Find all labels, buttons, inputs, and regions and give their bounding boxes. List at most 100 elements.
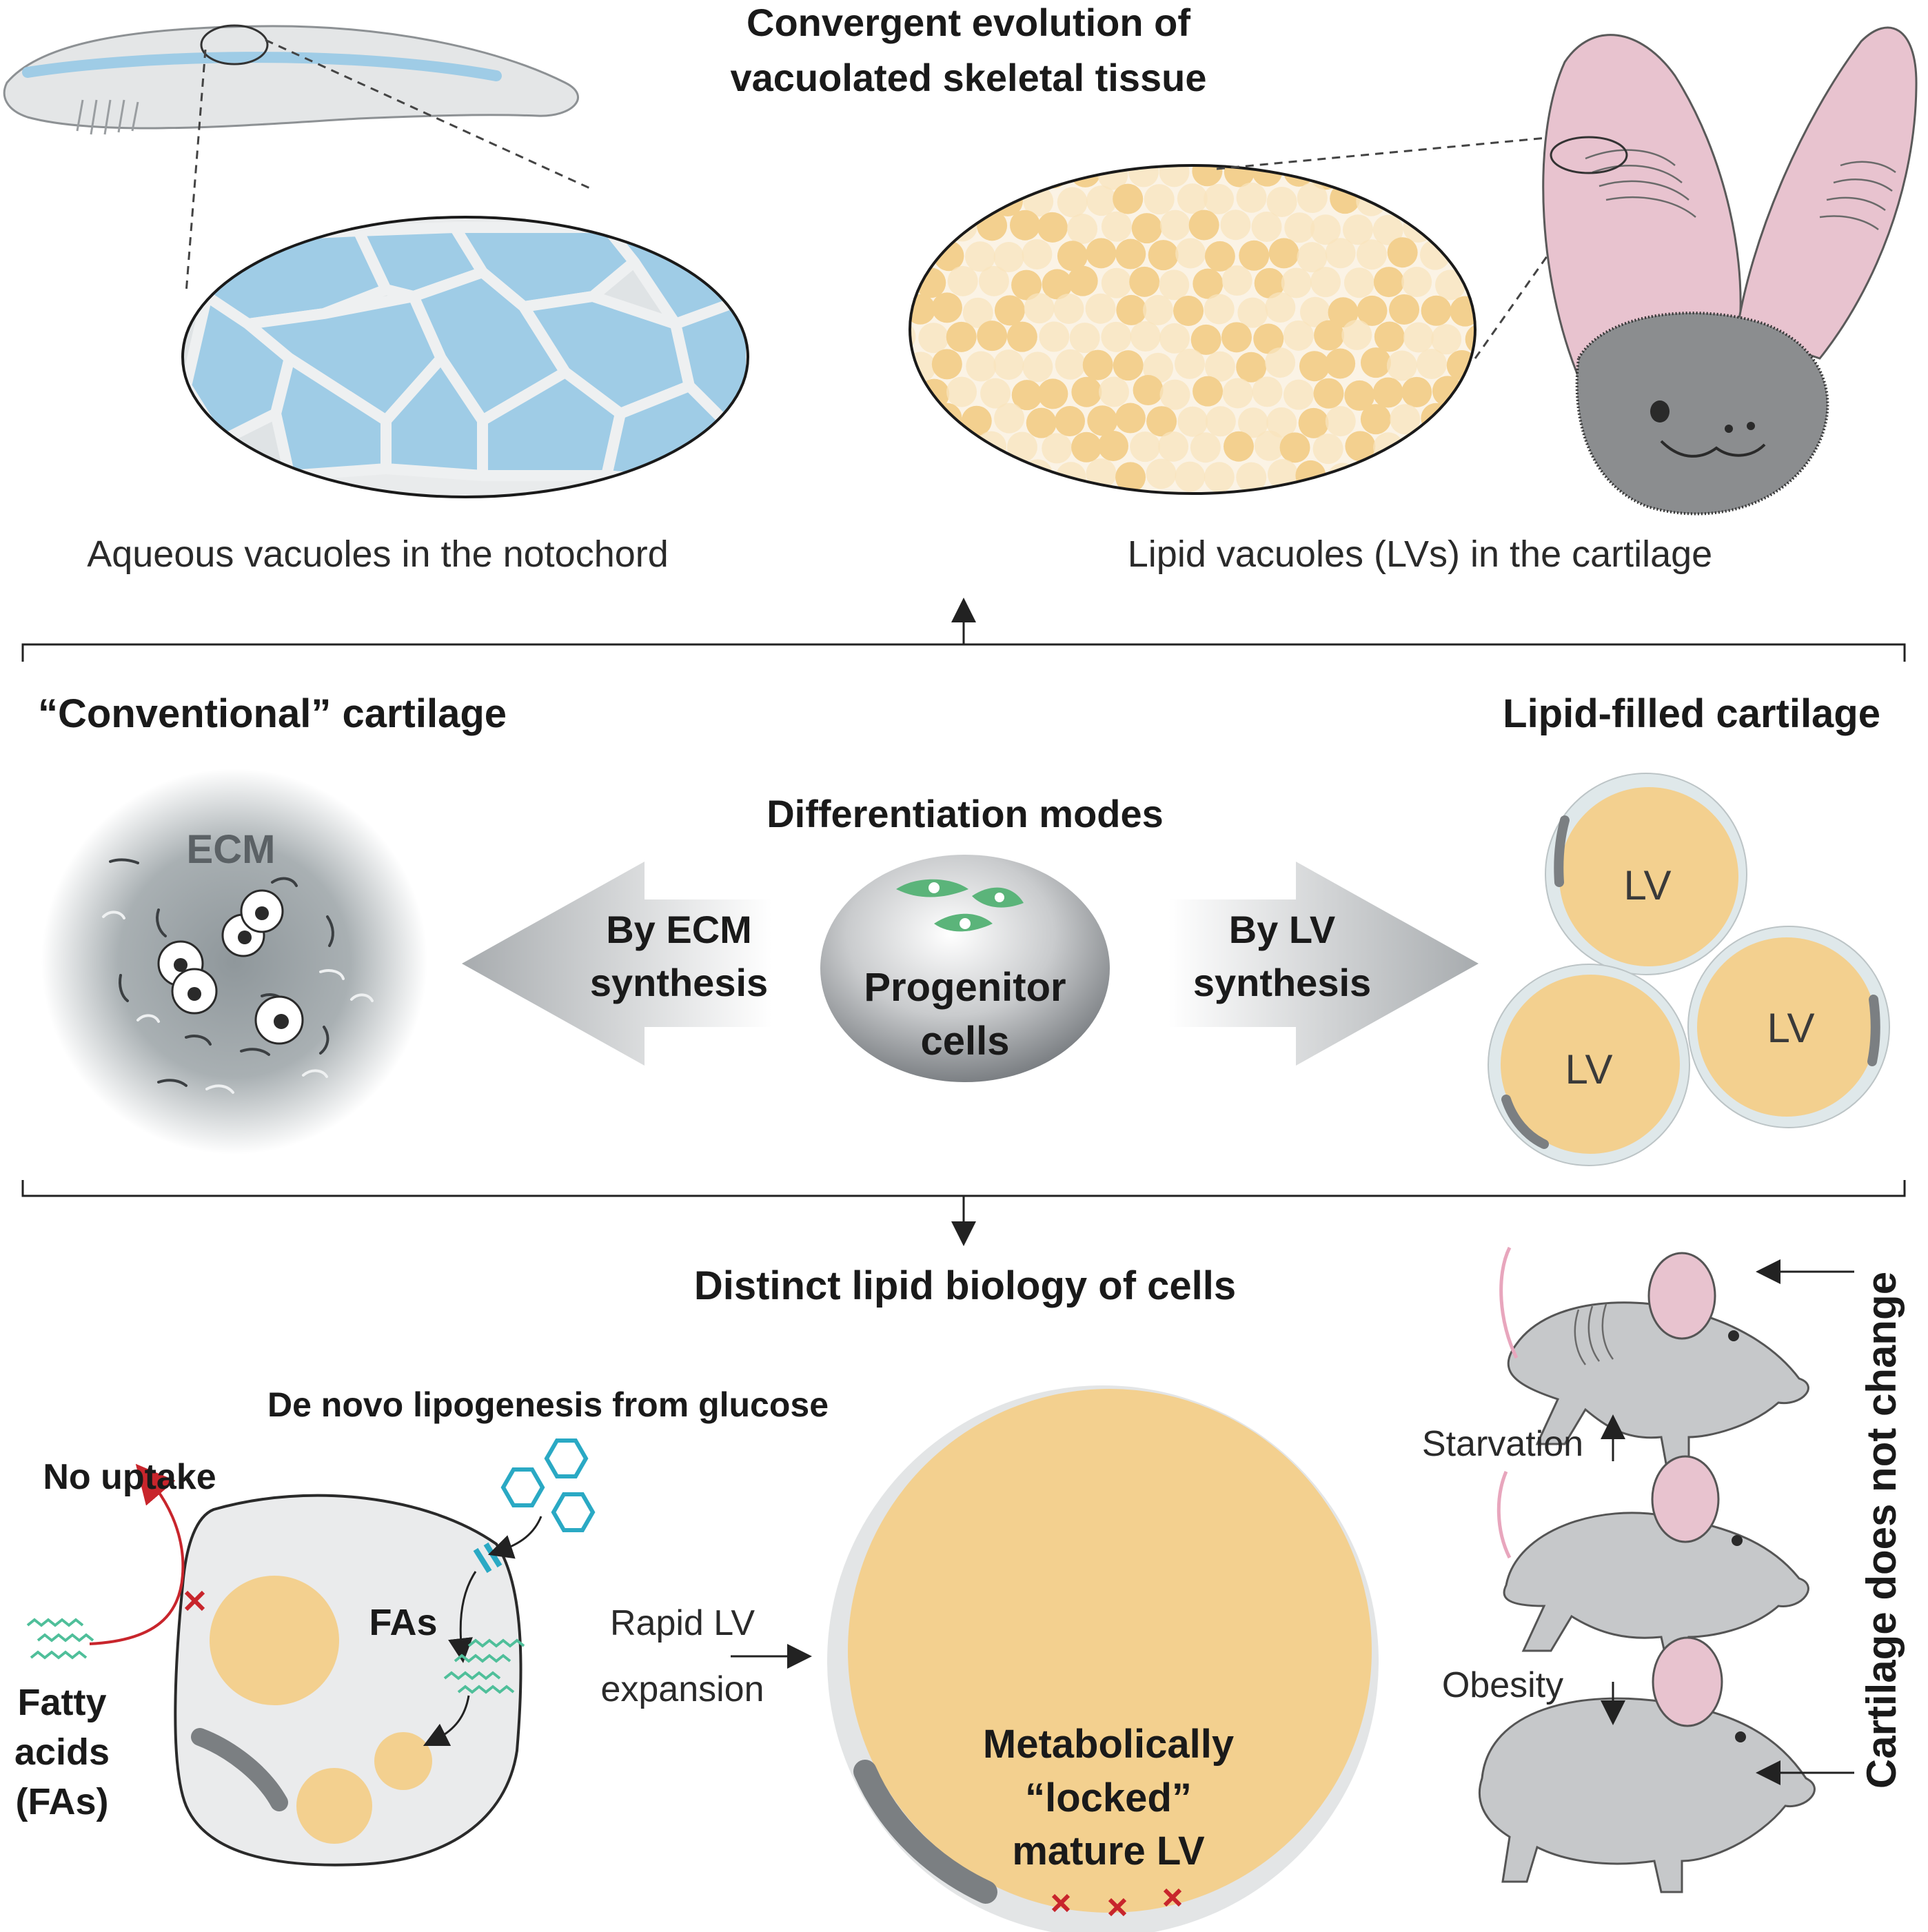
lipid-droplet: [1421, 295, 1452, 326]
lv-label-1: LV: [1624, 862, 1672, 908]
internal-fatty-acids: [443, 1638, 525, 1694]
lipid-droplet: [1390, 458, 1421, 489]
lipid-droplet: [918, 323, 949, 354]
ecm-cartilage-disc: ECM: [41, 769, 427, 1155]
lipid-droplet: [1342, 214, 1373, 245]
lipid-droplet: [910, 433, 918, 464]
lipid-droplet: [1360, 404, 1391, 435]
lipid-droplet: [1465, 324, 1475, 355]
lipid-droplet: [1221, 265, 1252, 296]
fatty-acids-line3: (FAs): [16, 1781, 109, 1822]
lipid-droplet: [1237, 297, 1268, 328]
zoom-line-left-1: [185, 49, 207, 294]
lipid-droplet: [1026, 407, 1057, 438]
ecm-arrow-line2: synthesis: [590, 961, 768, 1004]
ecm-label: ECM: [187, 827, 276, 872]
lipid-droplet: [1266, 407, 1297, 438]
lipid-droplet: [1265, 347, 1296, 378]
lipid-droplet: [994, 403, 1025, 434]
lipid-droplet: [963, 184, 994, 215]
lipid-droplet: [1204, 351, 1235, 382]
zoom-line-left-2: [265, 39, 593, 191]
lipid-droplet: [1113, 350, 1144, 381]
lipid-droplet: [1204, 294, 1235, 325]
obesity-label: Obesity: [1442, 1665, 1563, 1705]
lipid-droplet: [1175, 238, 1206, 269]
lipid-droplet: [993, 349, 1024, 380]
lipid-droplet: [1401, 376, 1432, 407]
lipid-droplet: [1325, 238, 1356, 269]
lancelet-illustration: [3, 24, 580, 135]
lipid-biology-heading: Distinct lipid biology of cells: [694, 1263, 1236, 1308]
lipid-droplet: [1310, 214, 1341, 245]
lv-label-3: LV: [1565, 1046, 1613, 1092]
progenitor-cells: Progenitor cells: [820, 855, 1110, 1082]
lipid-droplet: [1177, 183, 1208, 214]
lipid-droplet: [1448, 459, 1475, 490]
lipid-droplet: [1386, 350, 1417, 381]
lipid-droplet: [1159, 379, 1190, 410]
locked-marker-icons: [1051, 1888, 1182, 1917]
lipid-droplet: [1204, 183, 1235, 214]
lipid-droplet: [1325, 348, 1356, 379]
lipid-droplet: [1192, 165, 1223, 187]
lipid-droplet: [910, 165, 918, 188]
lipid-droplet: [1401, 267, 1432, 298]
lipid-droplet: [1431, 324, 1462, 355]
lipid-droplet: [1297, 242, 1328, 273]
lipid-droplet: [1481, 187, 1512, 217]
lipid-droplet: [1345, 165, 1376, 187]
lipid-droplet: [1190, 324, 1221, 355]
lipid-droplet: [1097, 430, 1128, 461]
lipid-droplet: [1006, 321, 1037, 352]
lipid-droplet: [1129, 266, 1160, 297]
lipid-droplet: [1039, 321, 1070, 352]
title-line-1: Convergent evolution of: [747, 1, 1190, 44]
progenitor-line1: Progenitor: [864, 965, 1066, 1010]
lipid-droplet: [1057, 241, 1088, 272]
lipid-droplet: [1173, 295, 1204, 326]
bottom-bracket: [21, 1180, 1906, 1197]
lipid-droplet: [1024, 293, 1055, 324]
lipid-droplet: [1463, 165, 1475, 189]
lipid-droplet: [1314, 320, 1345, 351]
notochord-vacuoles: [181, 216, 749, 498]
lipid-droplet: [946, 165, 977, 190]
lipid-droplet: [1372, 214, 1403, 245]
lipid-droplet: [1390, 404, 1421, 435]
lipid-droplet: [1236, 182, 1267, 213]
lipid-droplet: [1190, 432, 1221, 463]
lipid-droplet: [1071, 431, 1102, 462]
lipid-droplet: [1085, 293, 1116, 324]
lipid-droplet: [1223, 431, 1254, 462]
lipid-droplet: [1220, 210, 1251, 241]
lipid-droplet: [935, 458, 966, 489]
lipid-droplet: [1222, 378, 1253, 409]
chondrocyte-cell: [174, 1494, 522, 1867]
lipid-droplet: [1133, 375, 1164, 406]
lipid-droplet: [946, 376, 977, 407]
lipid-droplet: [961, 405, 992, 436]
ecm-synthesis-arrow: By ECM synthesis: [462, 862, 772, 1066]
lipid-droplet: [1159, 323, 1190, 354]
lipid-droplet: [1130, 321, 1161, 352]
lipid-droplet: [1252, 376, 1283, 407]
lipid-droplet: [1188, 210, 1219, 241]
lipid-droplet: [1101, 267, 1132, 298]
lipid-droplet: [1055, 406, 1086, 437]
lipid-droplet: [1328, 297, 1359, 328]
lipid-droplet: [931, 292, 962, 323]
lipid-droplet: [910, 462, 935, 494]
lipid-droplet: [1086, 238, 1117, 269]
lipid-droplet: [1022, 352, 1053, 383]
lipid-droplet: [1101, 211, 1132, 242]
lipid-droplet: [1205, 406, 1236, 437]
cartilage-caption: Lipid vacuoles (LVs) in the cartilage: [1128, 533, 1712, 575]
rapid-line2: expansion: [600, 1669, 764, 1709]
lipid-droplet: [1115, 462, 1146, 493]
lipid-droplet: [1115, 238, 1146, 270]
lipid-droplet: [1221, 322, 1252, 353]
lipid-droplet: [1193, 376, 1224, 407]
lipid-droplet: [1299, 296, 1330, 327]
